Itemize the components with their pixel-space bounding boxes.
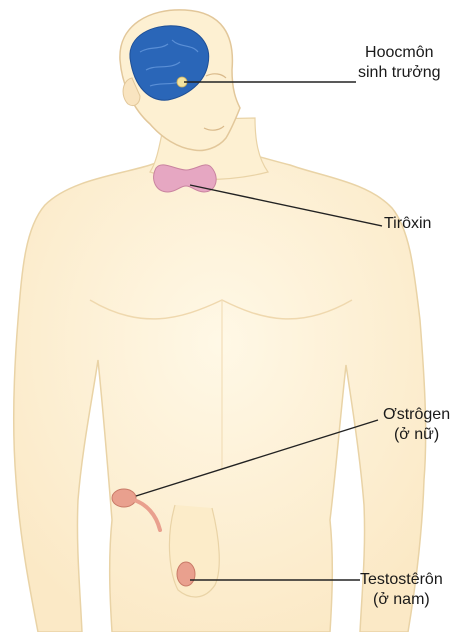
label-thyroxine: Tirôxin xyxy=(384,214,431,234)
label-estrogen-line1: Ơstrôgen xyxy=(383,405,450,425)
body-silhouette xyxy=(14,10,426,632)
label-growth-hormone: Hoocmôn sinh trưởng xyxy=(358,43,441,83)
label-growth-hormone-line1: Hoocmôn xyxy=(358,43,441,63)
label-thyroxine-line1: Tirôxin xyxy=(384,214,431,234)
label-testosterone-line2: (ở nam) xyxy=(360,590,443,610)
label-growth-hormone-line2: sinh trưởng xyxy=(358,63,441,83)
label-estrogen: Ơstrôgen (ở nữ) xyxy=(383,405,450,445)
testis xyxy=(177,562,195,586)
genital-outline xyxy=(169,505,219,597)
label-estrogen-line2: (ở nữ) xyxy=(383,425,450,445)
label-testosterone-line1: Testostêrôn xyxy=(360,570,443,590)
label-testosterone: Testostêrôn (ở nam) xyxy=(360,570,443,610)
